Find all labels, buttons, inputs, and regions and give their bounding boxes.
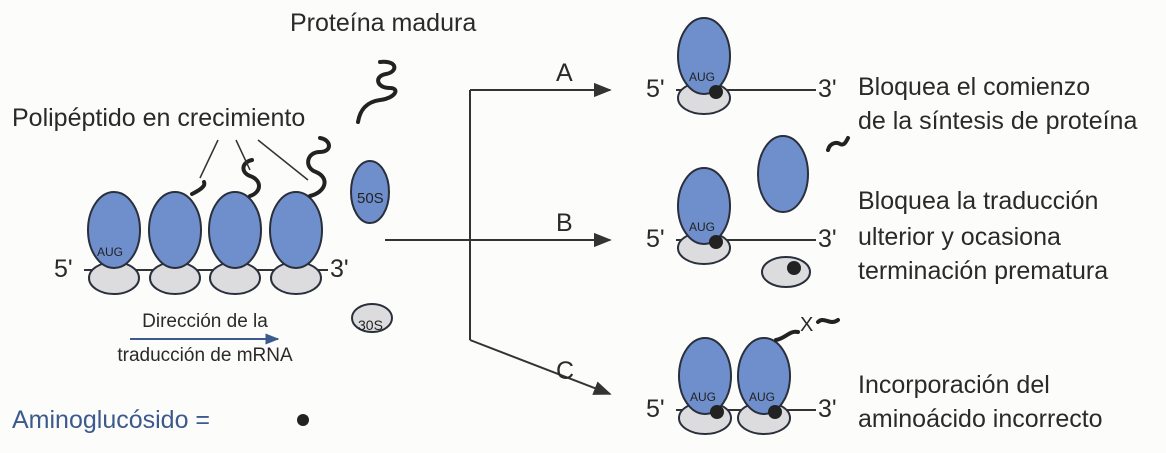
effect-b-line3: terminación prematura	[858, 257, 1109, 285]
branch-arrows	[385, 82, 612, 395]
direction-label-line2: traducción de mRNA	[117, 345, 293, 366]
outcome-b	[676, 135, 850, 288]
five-prime-label: 5'	[54, 255, 73, 283]
aminoglycoside-legend: Aminoglucósido =	[12, 406, 211, 434]
effect-a-line2: de la síntesis de proteína	[858, 107, 1138, 135]
pointer-line	[199, 139, 219, 179]
aug-codon-label: AUG	[690, 390, 717, 404]
aminoglycoside-bound	[709, 85, 723, 99]
five-prime-label: 5'	[646, 75, 665, 103]
faulty-chain	[774, 329, 800, 342]
effect-c-line1: Incorporación del	[858, 371, 1050, 399]
growing-chain	[190, 180, 207, 196]
large-subunit	[87, 191, 141, 269]
effect-b-line1: Bloquea la traducción	[858, 187, 1099, 215]
branch-b-letter: B	[556, 209, 573, 237]
aug-codon-label: AUG	[97, 245, 124, 259]
subunit-30s-free	[351, 303, 393, 333]
subunit-50s-free	[350, 160, 390, 224]
aug-codon-label: AUG	[689, 220, 716, 234]
large-subunit	[148, 191, 202, 269]
outcome-a	[676, 17, 816, 115]
stop-mark: X	[800, 314, 814, 336]
aminoglycoside-dot	[297, 414, 309, 426]
branch-a-letter: A	[556, 59, 573, 87]
three-prime-label: 3'	[818, 225, 837, 253]
effect-c-line2: aminoácido incorrecto	[858, 405, 1103, 433]
released-chain	[826, 136, 850, 152]
mature-protein-label: Proteína madura	[290, 9, 477, 37]
five-prime-label: 5'	[646, 395, 665, 423]
five-prime-label: 5'	[646, 225, 665, 253]
pointer-line	[257, 139, 309, 181]
effect-b-line2: ulterior y ocasiona	[858, 223, 1061, 251]
three-prime-label: 3'	[330, 255, 349, 283]
subunit-50s-label: 50S	[357, 190, 384, 207]
large-subunit	[269, 191, 323, 269]
released-large-subunit	[757, 135, 809, 213]
subunit-30s-label: 30S	[358, 317, 383, 333]
effect-a-line1: Bloquea el comienzo	[858, 73, 1091, 101]
aug-codon-label: AUG	[689, 70, 716, 84]
outcome-c	[676, 318, 840, 435]
growing-chain	[241, 158, 261, 198]
mature-protein-chain	[356, 59, 398, 124]
aug-codon-label: AUG	[749, 390, 776, 404]
branch-c-letter: C	[556, 357, 575, 385]
direction-label-line1: Dirección de la	[142, 311, 268, 332]
three-prime-label: 3'	[818, 75, 837, 103]
three-prime-label: 3'	[818, 395, 837, 423]
faulty-chain-tail	[816, 318, 840, 324]
growing-chain	[306, 136, 331, 198]
pointer-line	[235, 139, 251, 171]
polysome-left	[84, 136, 331, 295]
growing-polypeptide-label: Polipéptido en crecimiento	[12, 104, 306, 132]
released-small-subunit	[761, 256, 811, 288]
large-subunit	[208, 191, 262, 269]
